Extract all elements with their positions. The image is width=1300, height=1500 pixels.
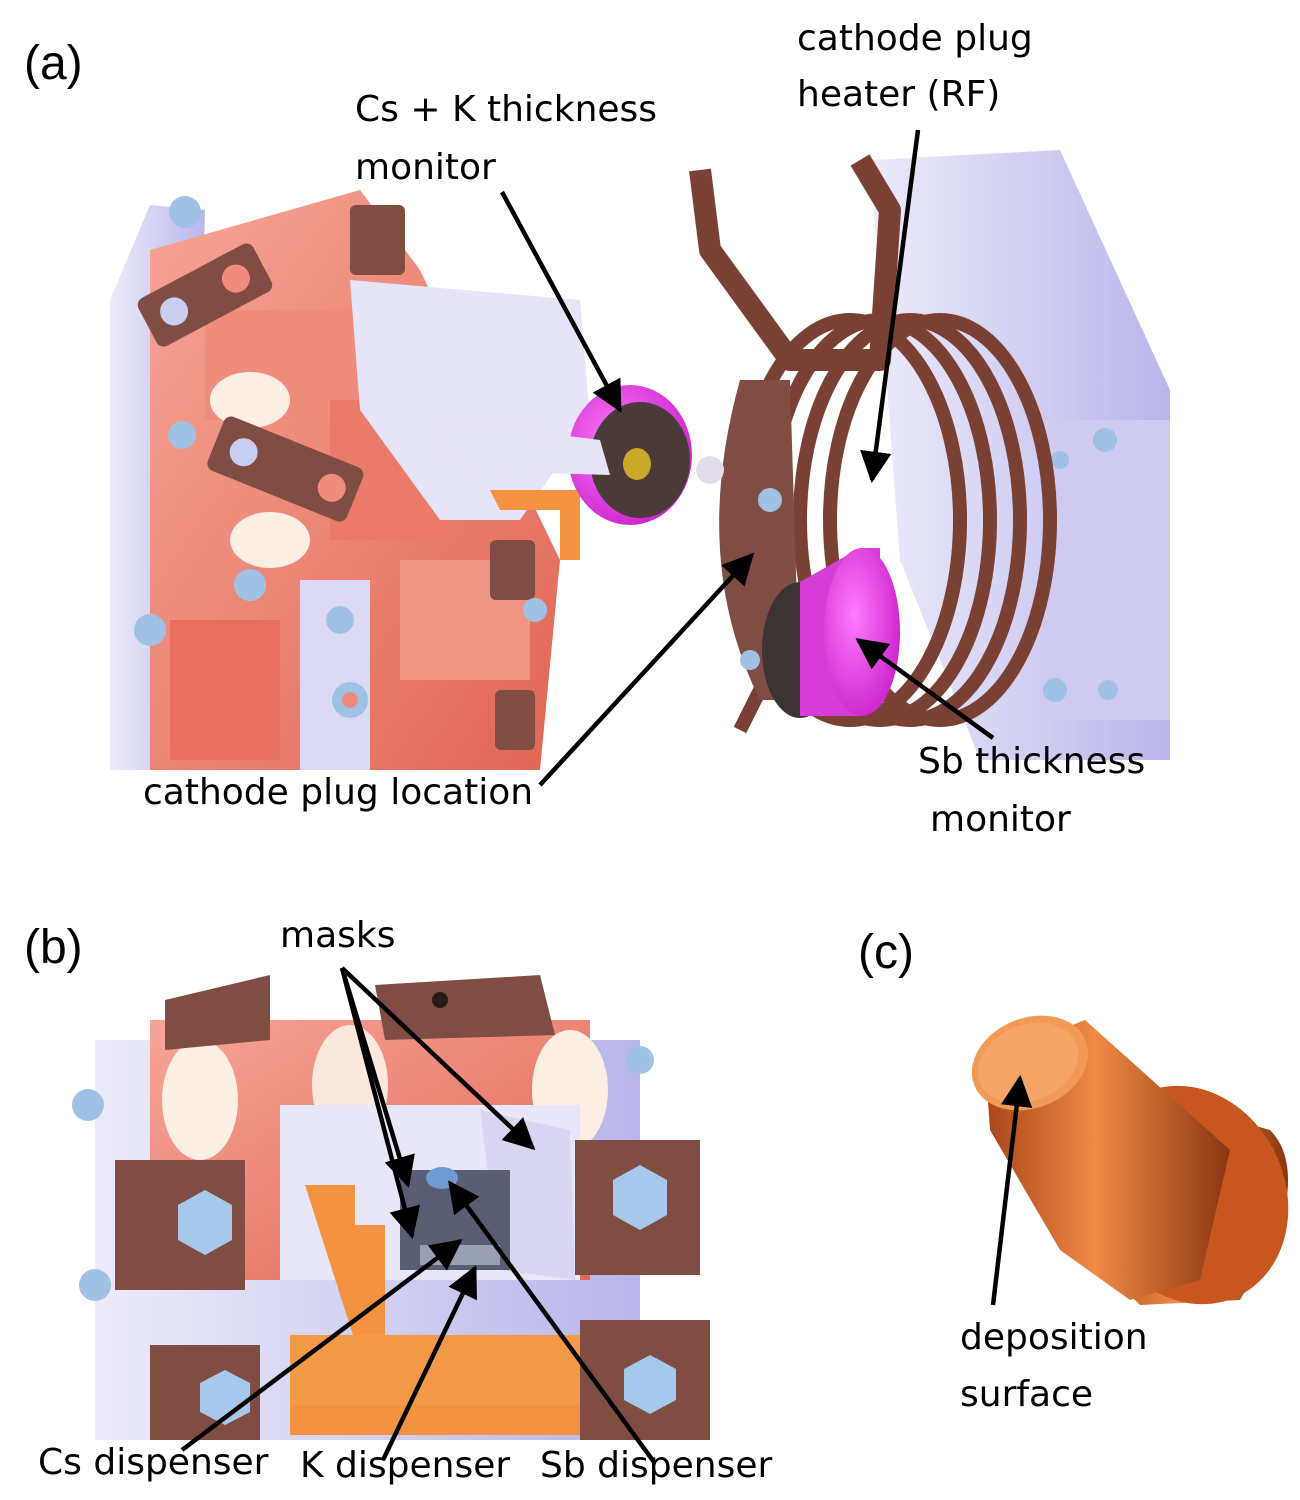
label-k-dispenser: K dispenser [300, 1445, 511, 1486]
arrow-k-dispenser [380, 1265, 478, 1461]
heater-lead [733, 686, 767, 734]
spacer [210, 372, 290, 428]
clamp [137, 243, 273, 347]
panel-a-arrows [500, 129, 995, 787]
label-plug-location: cathode plug location [143, 772, 534, 813]
clamp [490, 540, 535, 600]
arrow-plug-location [538, 552, 755, 787]
arrow-heater [860, 129, 921, 484]
nut [626, 1046, 654, 1074]
heater-lead [689, 154, 901, 371]
orange-bracket [490, 490, 580, 560]
panel-label-b: (b) [24, 921, 83, 974]
hex-nut [178, 1190, 232, 1255]
hex-nut [200, 1370, 250, 1425]
spacer [162, 1040, 238, 1160]
cs-k-thickness-monitor [568, 385, 692, 525]
sb-thickness-monitor [762, 548, 900, 718]
nut [1098, 680, 1118, 700]
panel-label-c: (c) [858, 926, 914, 979]
panel-b-illustration [72, 975, 710, 1440]
label-cs-k-monitor-line1: Cs + K thickness [355, 89, 658, 130]
label-masks: masks [280, 915, 396, 956]
clamp [495, 690, 535, 750]
arrow-cs-k-monitor [500, 190, 622, 413]
nut [740, 650, 760, 670]
label-deposition-line1: deposition [960, 1317, 1148, 1358]
clamp [207, 416, 364, 522]
clamp [375, 975, 555, 1040]
arrow-sb-dispenser [448, 1180, 656, 1464]
orange-bracket [290, 1185, 580, 1435]
hex-nut [624, 1355, 676, 1414]
spacer [230, 512, 310, 568]
label-heater-line1: cathode plug [797, 18, 1033, 59]
housing-flange [1040, 420, 1170, 720]
panel-c-arrows [990, 1074, 1033, 1306]
hex-nut [613, 1165, 667, 1230]
salmon-block [170, 620, 280, 760]
arrow-cs-dispenser [180, 1239, 463, 1452]
arrow-mask-3 [340, 966, 536, 1151]
clamp [350, 205, 405, 275]
nut [169, 196, 201, 228]
arrow-sb-monitor [855, 638, 995, 740]
label-heater-line2: heater (RF) [797, 74, 1001, 115]
panel-b-arrows [180, 966, 656, 1464]
nut [1051, 451, 1069, 469]
label-cs-dispenser: Cs dispenser [38, 1442, 269, 1483]
label-deposition-line2: surface [960, 1374, 1094, 1415]
nut [72, 1089, 104, 1121]
arrow-deposition [990, 1074, 1033, 1306]
nut [523, 598, 547, 622]
label-sb-monitor-line1: Sb thickness [918, 741, 1146, 782]
nut [696, 456, 724, 484]
nut [758, 488, 782, 512]
nut [79, 1269, 111, 1301]
panel-c-illustration [971, 1015, 1289, 1305]
label-sb-dispenser: Sb dispenser [540, 1445, 773, 1486]
monitor-arm [440, 420, 610, 475]
nut [342, 692, 358, 708]
clamp [165, 975, 270, 1050]
nut [1093, 428, 1117, 452]
panel-label-a: (a) [24, 37, 83, 90]
nut [1043, 678, 1067, 702]
label-cs-k-monitor-line2: monitor [355, 147, 496, 188]
nut [168, 421, 196, 449]
arrow-mask-2 [339, 967, 415, 1189]
panel-a-illustration [110, 150, 1170, 770]
label-sb-monitor-line2: monitor [930, 799, 1071, 840]
orange-bar [290, 1335, 590, 1405]
nut [326, 606, 354, 634]
nut [134, 614, 166, 646]
nut [234, 569, 266, 601]
clamp-hole [432, 992, 448, 1008]
